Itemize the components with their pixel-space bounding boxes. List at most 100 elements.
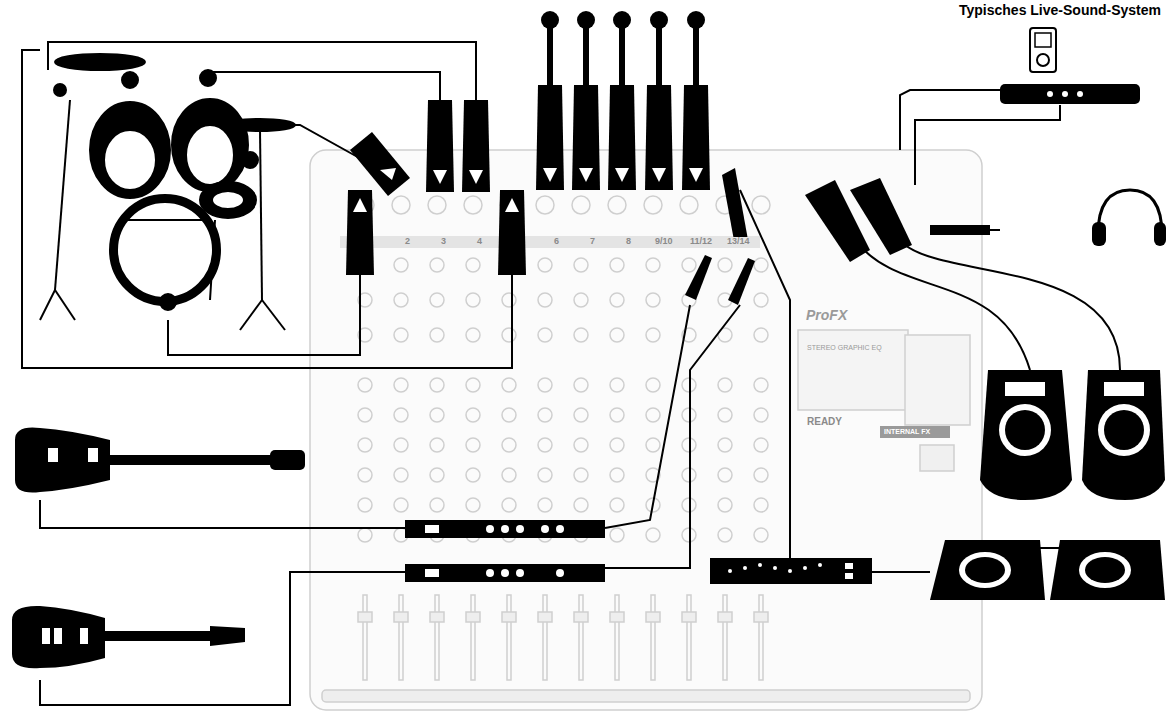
channel-number: 11/12 [689,237,713,247]
mixer-knob [646,328,660,342]
mixer-knob [430,438,444,452]
mixer-knob [392,196,410,214]
mixer-knob [466,408,480,422]
mixer-knob [646,293,660,307]
mixer-knob [754,438,768,452]
mixer-knob [430,258,444,272]
mixer-knob [646,258,660,272]
fader-cap [430,612,444,622]
channel-number: 4 [476,237,483,247]
mixer-knob [610,438,624,452]
mixer-knob [466,258,480,272]
mixer-knob [394,438,408,452]
mixer-knob [610,408,624,422]
mixer-knob [572,196,590,214]
mixer-knob [610,293,624,307]
fader-slot [471,595,475,680]
mixer-knob [466,438,480,452]
panel-label: STEREO GRAPHIC EQ [806,344,883,352]
mixer-knob [502,293,516,307]
mixer-knob [718,528,732,542]
mixer-knob [502,408,516,422]
mixer-knob [574,408,588,422]
mixer-knob [466,293,480,307]
mixer-knob [610,528,624,542]
mixer-knob [610,498,624,512]
mixer-knob [394,258,408,272]
mixer-knob [608,196,626,214]
mixer-knob [394,378,408,392]
mixer-knob [610,328,624,342]
fader-slot [759,595,763,680]
speakers [930,370,1165,600]
fader-cap [538,612,552,622]
mixer-knob [646,528,660,542]
channel-number: 8 [625,237,632,247]
xlr-plugs [346,85,990,305]
mixer-knob [754,328,768,342]
mixer-knob [646,438,660,452]
headphones [1092,190,1166,246]
mixer-knob [428,196,446,214]
mixer-knob [358,378,372,392]
guitars [12,428,305,669]
mixer-knob [680,196,698,214]
fader-cap [754,612,768,622]
mixer-knob [464,196,482,214]
mixer-knob [646,378,660,392]
fader-cap [646,612,660,622]
music-player [1000,28,1140,104]
fader-slot [651,595,655,680]
fader-slot [687,595,691,680]
mixer-knob [358,468,372,482]
mixer-knob [754,528,768,542]
fader-slot [363,595,367,680]
rack-units [405,520,872,584]
mixer-knob [466,498,480,512]
mixer-knob [430,468,444,482]
fader-cap [718,612,732,622]
mixer-knob [754,258,768,272]
mixer-knob [358,408,372,422]
mixer-knob [394,328,408,342]
mixer-knob [430,293,444,307]
mixer-knob [538,328,552,342]
mixer-knob [754,378,768,392]
mixer-knob [718,378,732,392]
mixer-knob [502,328,516,342]
mixer-knob [646,408,660,422]
fader-slot [615,595,619,680]
mixer-knob [358,498,372,512]
mixer-knob [430,328,444,342]
cables [22,42,1120,705]
mixer-knob [574,468,588,482]
mixer-knob [574,438,588,452]
fader-cap [502,612,516,622]
mixer-knob [574,258,588,272]
mixer-knob [718,498,732,512]
mixer-knob [538,438,552,452]
mixer-knob [754,293,768,307]
mixer-knob [538,258,552,272]
mixer-knob [574,498,588,512]
mixer-knob [718,258,732,272]
mixer-knob [574,328,588,342]
channel-number: 9/10 [654,237,674,247]
mixer-knob [644,196,662,214]
fader-cap [466,612,480,622]
mixer-knob [502,438,516,452]
mixer-knob [754,468,768,482]
mixer-knob [358,528,372,542]
mixer-knob [538,378,552,392]
fader-slot [543,595,547,680]
panel-label: READY [806,416,843,427]
mixer-knob [718,438,732,452]
mixer-knob [538,498,552,512]
mixer-knob [394,408,408,422]
mixer-knob [394,468,408,482]
diagram-title: Typisches Live-Sound-System [959,3,1161,18]
fader-cap [574,612,588,622]
channel-number: 7 [589,237,596,247]
mixer-knob [430,408,444,422]
